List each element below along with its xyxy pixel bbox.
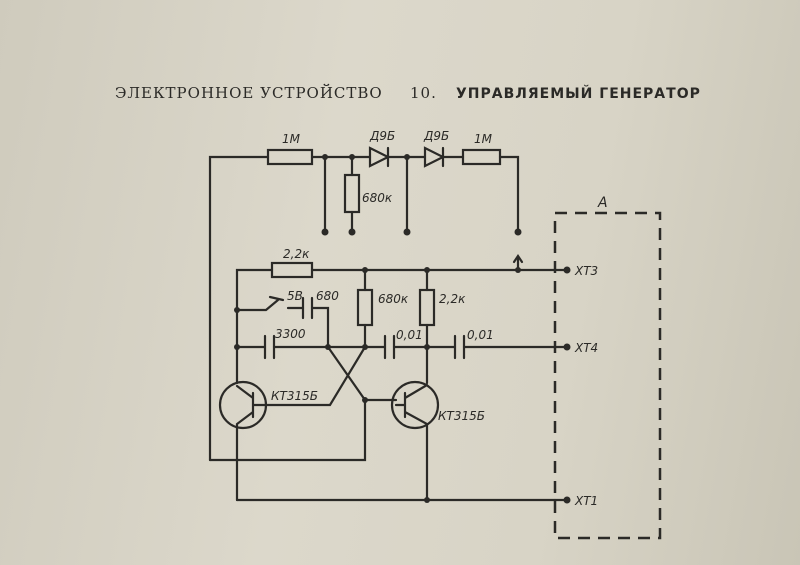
title-prefix: ЭЛЕКТРОННОЕ УСТРОЙСТВО [115, 83, 383, 102]
title-number: 10. [410, 84, 437, 102]
label-r6: 2,2к [439, 292, 466, 306]
capacitor-c2 [263, 334, 276, 360]
label-c4: 0,01 [467, 328, 494, 342]
diode-d2 [423, 146, 446, 168]
label-d2: Д9Б [423, 129, 449, 143]
pin-xt3: ХТ3 [574, 264, 598, 278]
label-c1: 680 [316, 289, 339, 303]
resistor-r3 [343, 173, 361, 214]
capacitor-c1 [301, 296, 314, 320]
oscillator [208, 254, 557, 503]
title-name: УПРАВЛЯЕМЫЙ ГЕНЕРАТОР [456, 85, 701, 102]
label-t2: КТ315Б [438, 409, 485, 423]
transistor-t2 [390, 380, 440, 430]
label-switch: 5В [287, 289, 303, 303]
top-chain [208, 146, 522, 462]
capacitor-c4 [453, 334, 466, 360]
label-c2: 3300 [275, 327, 306, 341]
label-t1: КТ315Б [271, 389, 318, 403]
connector-label: А [597, 195, 608, 211]
diode-d1 [368, 146, 391, 168]
label-r3: 680к [362, 191, 393, 205]
capacitor-c3 [383, 334, 396, 360]
label-d1: Д9Б [369, 129, 395, 143]
label-c3: 0,01 [396, 328, 423, 342]
resistor-r5 [356, 288, 374, 327]
resistor-r1 [266, 148, 314, 166]
label-r5: 680к [378, 292, 409, 306]
resistor-r2 [461, 148, 502, 166]
resistor-r6 [418, 288, 436, 327]
label-r4: 2,2к [283, 247, 310, 261]
pin-xt1: ХТ1 [574, 494, 598, 508]
label-r1: 1М [282, 132, 301, 146]
connector-a [553, 211, 662, 540]
pin-xt4: ХТ4 [574, 341, 598, 355]
resistor-r4 [270, 261, 314, 279]
label-r2: 1М [474, 132, 493, 146]
